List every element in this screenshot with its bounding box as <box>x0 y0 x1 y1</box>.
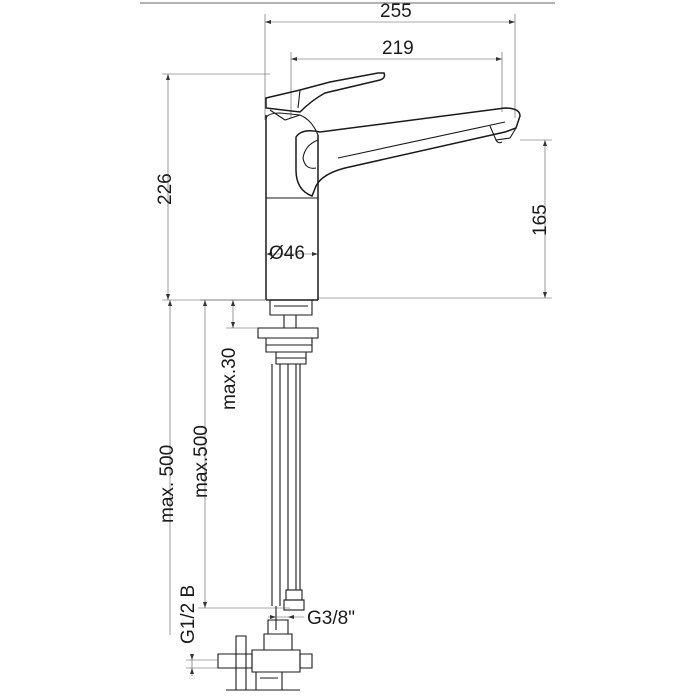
dim-spout-height <box>318 139 552 299</box>
dim-hose-length-2 <box>198 300 290 609</box>
dim-body-diameter <box>266 252 318 256</box>
dim-total-width <box>264 14 516 120</box>
spout <box>295 107 521 197</box>
dim-total-height <box>162 73 270 301</box>
dim-inlet-thread <box>186 654 218 676</box>
label-total-width: 255 <box>380 1 412 22</box>
label-max-thickness: max.30 <box>219 348 240 410</box>
supply-hoses <box>271 364 305 630</box>
dim-spout-width <box>290 52 503 118</box>
label-body-diameter: Ø46 <box>269 243 305 264</box>
dim-max-thickness <box>200 299 270 329</box>
dim-hose-length-1 <box>168 300 172 635</box>
angle-valve <box>217 619 313 691</box>
label-spout-height: 165 <box>530 204 551 236</box>
label-hose-length-2: max.500 <box>191 425 212 498</box>
lever-handle <box>265 72 386 121</box>
label-inlet-thread: G1/2 B <box>178 585 199 644</box>
label-spout-width: 219 <box>382 38 414 59</box>
label-hose-thread: G3/8" <box>307 608 355 629</box>
label-total-height: 226 <box>155 173 176 205</box>
dim-hose-thread <box>268 615 304 619</box>
faucet-body <box>265 112 319 301</box>
label-hose-length-1: max. 500 <box>157 445 178 523</box>
mounting-assembly <box>257 300 319 365</box>
